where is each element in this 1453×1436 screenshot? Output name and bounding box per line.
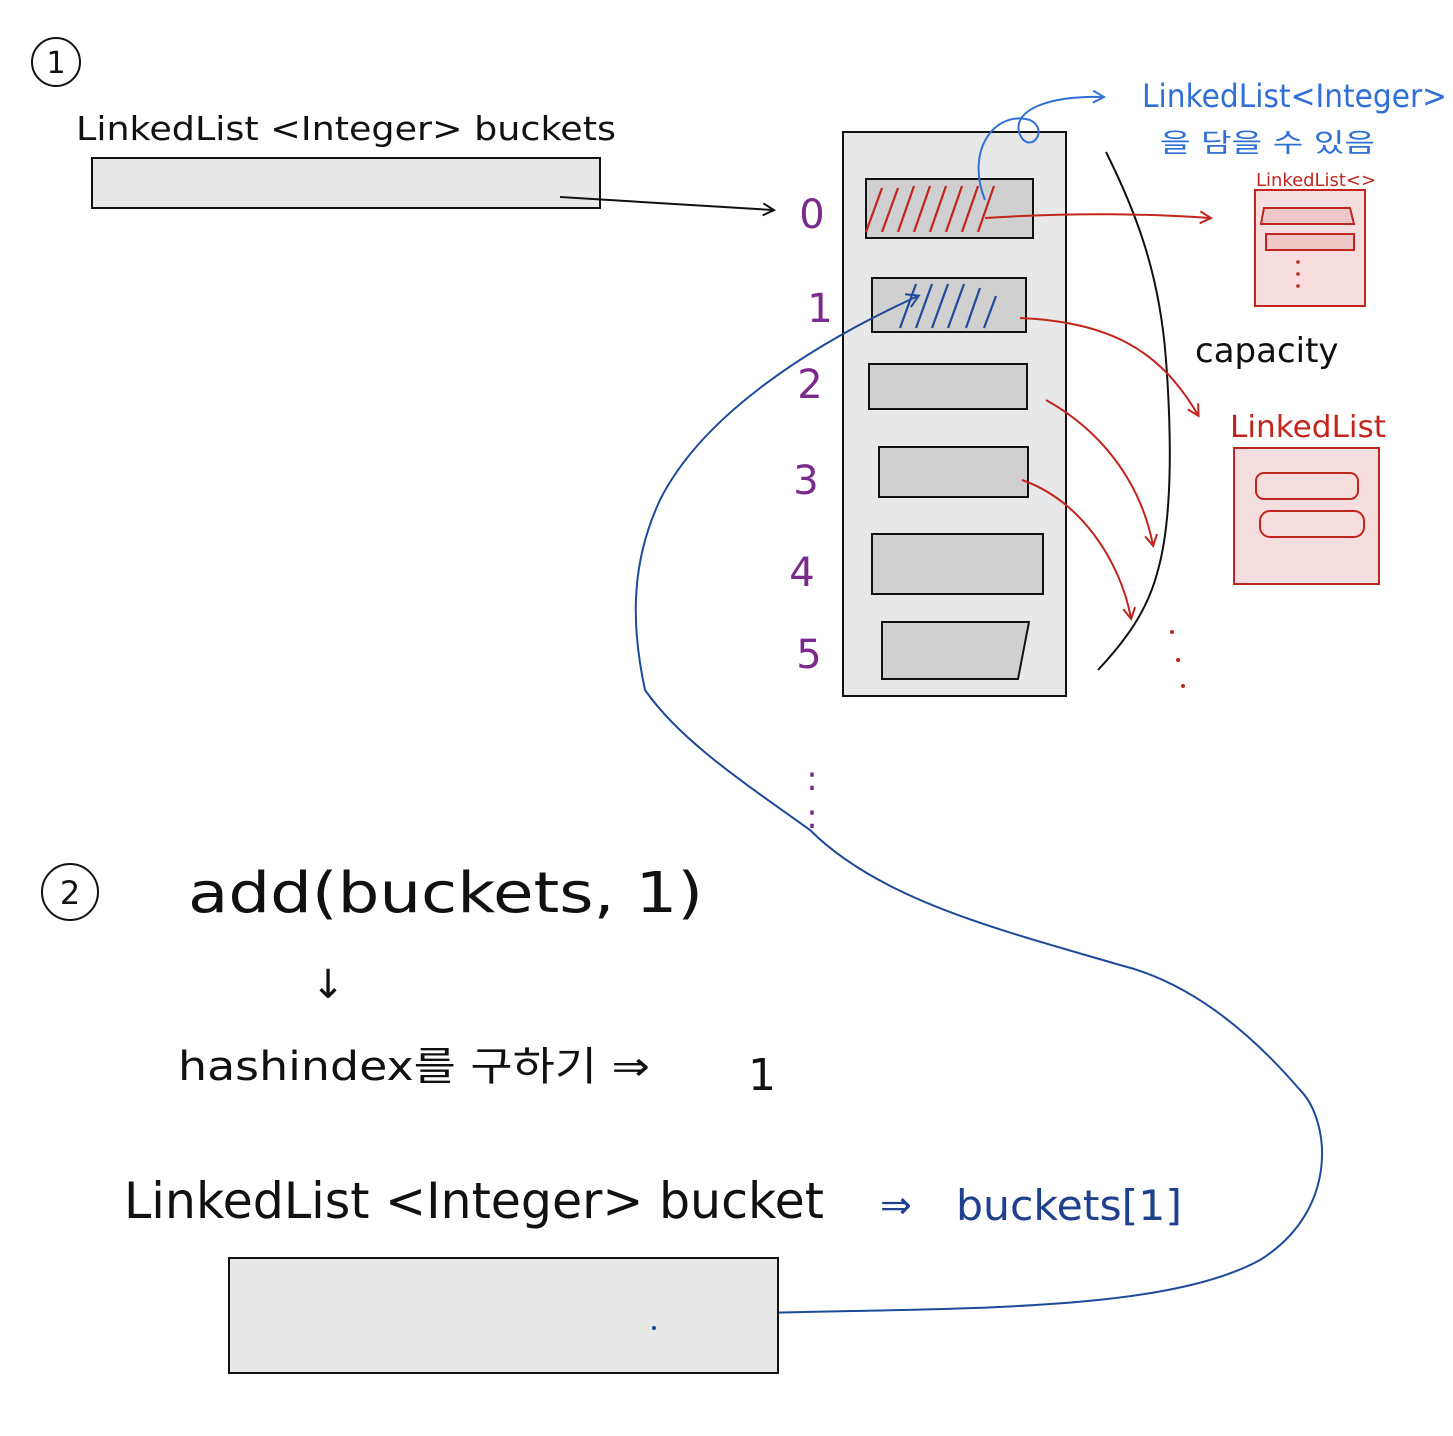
- buckets-variable-box: [91, 157, 601, 209]
- slot-0-hatching: [864, 185, 996, 233]
- bucket-reference-curve: [634, 293, 1324, 1317]
- step2-hash-line: hashindex를 구하기 ⇒: [178, 1044, 650, 1090]
- index-label-3: 3: [793, 458, 818, 504]
- capacity-brace-line: [1097, 151, 1171, 671]
- step2-call: add(buckets, 1): [188, 861, 703, 926]
- array-slot-2: [868, 363, 1028, 410]
- step2-marker-circle: [41, 863, 99, 921]
- mini-linkedlist-dots: [1296, 260, 1300, 288]
- array-slot-3: [878, 446, 1029, 498]
- array-slot-1: [871, 277, 1027, 333]
- capacity-brace: capacity: [1097, 151, 1339, 671]
- index-continuation: :: [806, 759, 817, 799]
- step2-hash-value: 1: [748, 1050, 776, 1101]
- buckets-reference-arrow: [559, 196, 773, 210]
- array-slot-4: [871, 533, 1044, 595]
- linkedlist-node-2: [1259, 510, 1365, 538]
- index-label-4: 4: [789, 550, 814, 596]
- linkedlist-box-group: LinkedList: [1230, 410, 1386, 585]
- slot-3-arrow: [1021, 479, 1131, 618]
- step1-marker-circle: [31, 37, 81, 87]
- array-slot-0: [864, 178, 1034, 239]
- note-group: LinkedList<Integer> 을 담을 수 있음: [977, 77, 1447, 201]
- slot-1-arrow: [1019, 317, 1198, 415]
- index-label-2: 2: [797, 362, 822, 408]
- note-line2: 을 담을 수 있음: [1160, 129, 1375, 159]
- slot-2-arrow: [1045, 399, 1153, 545]
- step2-declaration: LinkedList <Integer> bucket: [124, 1172, 824, 1230]
- note-line1: LinkedList<Integer>: [1142, 77, 1447, 115]
- linkedlist-box-label: LinkedList: [1230, 410, 1386, 445]
- note-loop-arrow: [977, 97, 1103, 201]
- step1-marker: 1: [46, 46, 65, 81]
- red-slot-arrows: [984, 214, 1210, 618]
- mini-linkedlist-label: LinkedList<>: [1256, 170, 1376, 191]
- index-continuation-2: :: [806, 797, 817, 837]
- slot-1-hatching: [898, 283, 998, 329]
- index-label-0: 0: [799, 192, 824, 238]
- array-slot-5: [881, 621, 1031, 680]
- index-label-1: 1: [807, 286, 832, 332]
- bucket-variable-box: [228, 1257, 779, 1374]
- step2-group: 2 add(buckets, 1) ↓ hashindex를 구하기 ⇒ 1 L…: [41, 861, 1182, 1374]
- mini-linkedlist-node-2: [1265, 233, 1355, 251]
- step1-group: 1 LinkedList <Integer> buckets: [31, 37, 773, 210]
- slot-0-arrow: [984, 214, 1210, 218]
- step2-marker: 2: [60, 874, 80, 912]
- step2-assign-target: buckets[1]: [956, 1181, 1182, 1230]
- step2-down-arrow: ↓: [311, 962, 345, 1008]
- linkedlist-node-1: [1255, 472, 1359, 500]
- step1-declaration: LinkedList <Integer> buckets: [76, 109, 616, 148]
- bucket-array: 0 1 2 3 4 5 : :: [789, 131, 1067, 837]
- bucket-reference-dot: [652, 1326, 656, 1330]
- mini-linkedlist: LinkedList<>: [1254, 170, 1376, 307]
- mini-linkedlist-node-1: [1259, 207, 1356, 225]
- capacity-label: capacity: [1195, 331, 1339, 371]
- index-label-5: 5: [796, 632, 821, 678]
- red-continuation-dots: [1170, 630, 1185, 688]
- array-indices: 0 1 2 3 4 5 : :: [789, 192, 832, 837]
- step2-assign-arrow: ⇒: [880, 1183, 912, 1227]
